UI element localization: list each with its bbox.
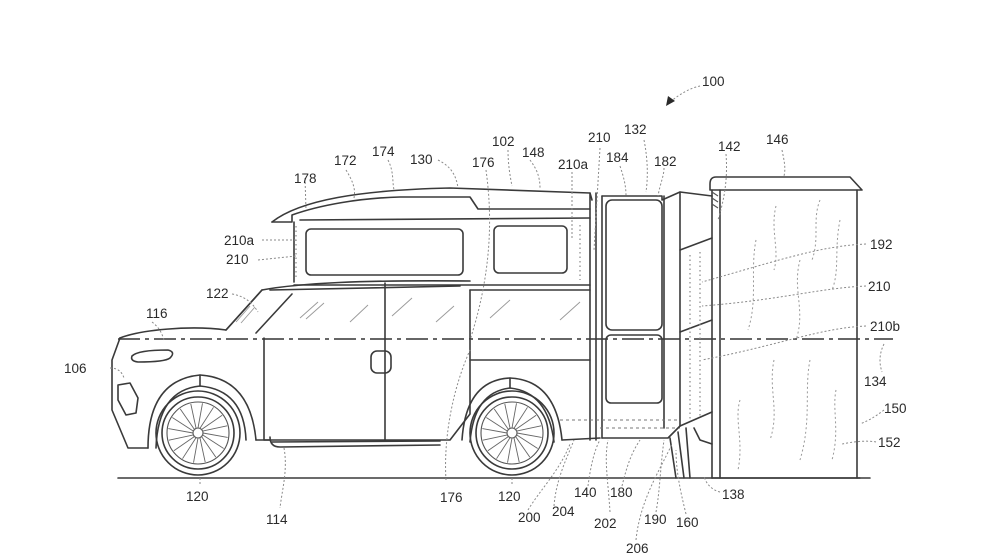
wheel-spoke [168,434,194,441]
wheel-spoke [515,436,531,458]
cargo-module [709,176,871,479]
wheel-spoke [493,408,509,430]
label-148: 148 [522,145,545,160]
label-142: 142 [718,139,741,154]
label-176-bottom: 176 [440,490,463,505]
wheel-spoke [516,432,542,438]
label-210a-left: 210a [224,233,255,248]
label-114: 114 [266,512,288,527]
label-102: 102 [492,134,515,149]
label-192: 192 [870,237,893,252]
label-182: 182 [654,154,677,169]
label-122: 122 [206,286,229,301]
wheel-spoke [487,436,509,452]
label-206: 206 [626,541,649,556]
front-wheel [155,390,241,476]
label-106: 106 [64,361,87,376]
label-210-left: 210 [226,252,249,267]
label-210-top: 210 [588,130,611,145]
label-130: 130 [410,152,433,167]
wheel-spoke [202,425,228,432]
wheel-spoke [486,417,508,432]
label-200: 200 [518,510,541,525]
wheel-spoke [482,434,508,441]
label-202: 202 [594,516,617,531]
label-184: 184 [606,150,629,165]
wheel-spoke [199,437,206,463]
wheel-spoke [513,407,528,429]
label-174: 174 [372,144,395,159]
wheel-spoke [201,436,217,458]
label-132: 132 [624,122,647,137]
label-100: 100 [702,74,725,89]
wheel-spoke [515,414,537,430]
wheel-spoke [193,437,199,463]
label-116: 116 [146,306,168,321]
label-140: 140 [574,485,597,500]
label-180: 180 [610,485,633,500]
wheel-spoke [516,425,542,432]
label-190: 190 [644,512,667,527]
rear-wheel [469,390,555,476]
label-160: 160 [676,515,699,530]
label-204: 204 [552,504,575,519]
wheel-spoke [516,434,538,449]
label-176-top: 176 [472,155,495,170]
wheel-spoke [179,408,195,430]
wheel-spoke [197,403,203,429]
label-120-rear: 120 [498,489,521,504]
leader-lines [109,85,885,541]
wheel-spoke [182,437,197,459]
wheel-spoke [201,414,223,430]
wheel-spoke [513,437,520,463]
label-178: 178 [294,171,317,186]
label-210a-top: 210a [558,157,589,172]
wheel-spoke [511,403,517,429]
wheel-spoke [504,403,511,429]
label-210-right: 210 [868,279,891,294]
wheel-spoke [168,428,194,434]
label-146: 146 [766,132,789,147]
reference-labels: 100 106 116 122 120 114 178 172 174 130 … [64,74,907,556]
label-172: 172 [334,153,357,168]
wheel-spoke [496,437,511,459]
rear-opening [560,191,713,479]
label-120-front: 120 [186,489,209,504]
label-210b: 210b [870,319,900,334]
wheel-spoke [173,436,195,452]
wheel-spoke [482,428,508,434]
label-152: 152 [878,435,901,450]
wheel-spoke [202,432,228,438]
label-134: 134 [864,374,887,389]
wheel-spoke [172,417,194,432]
wheel-spoke [202,434,224,449]
wheel-spoke [190,403,197,429]
label-150: 150 [884,401,907,416]
wheel-spoke [199,407,214,429]
label-138: 138 [722,487,745,502]
wheel-spoke [507,437,513,463]
vehicle-body [111,187,601,449]
